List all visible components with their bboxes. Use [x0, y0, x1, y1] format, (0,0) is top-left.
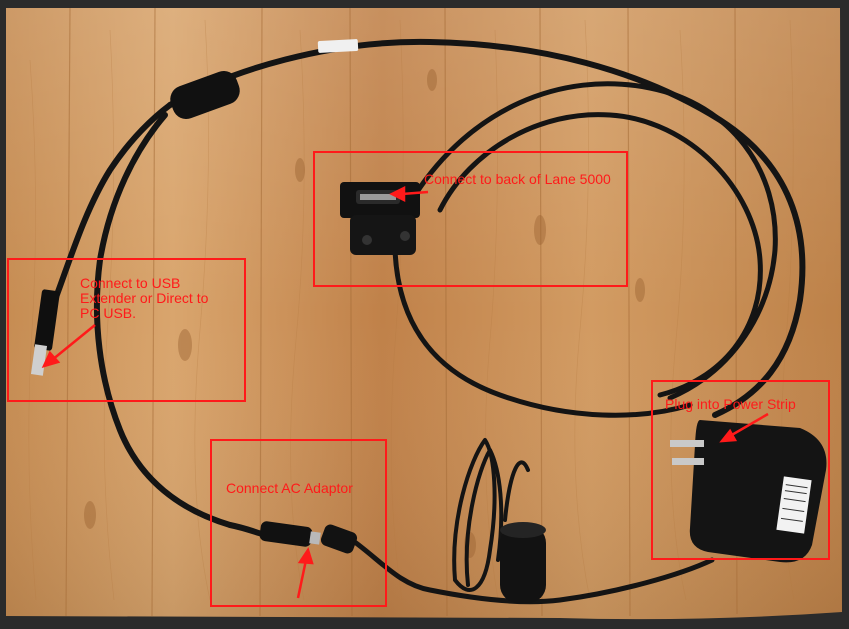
lane-connector — [340, 182, 420, 255]
power-arrow — [719, 412, 769, 443]
ferrite-bead-bottom — [500, 522, 546, 603]
power-adapter — [670, 420, 827, 563]
ac-barrel-connector — [259, 521, 358, 554]
wood-board — [6, 7, 842, 620]
lane-arrow — [389, 185, 429, 203]
cable-harness — [52, 38, 806, 605]
ferrite-bead-top — [170, 70, 240, 120]
lane-connector-box — [313, 151, 628, 287]
usb-connector-box — [7, 258, 246, 402]
usb-arrow — [41, 324, 96, 368]
ac-arrow — [296, 547, 314, 599]
annotation-boxes — [7, 151, 830, 607]
power-plug-box — [651, 380, 830, 560]
annotation-arrows — [41, 185, 769, 599]
ac-adaptor-box — [210, 439, 387, 607]
usb-plug — [30, 289, 60, 376]
